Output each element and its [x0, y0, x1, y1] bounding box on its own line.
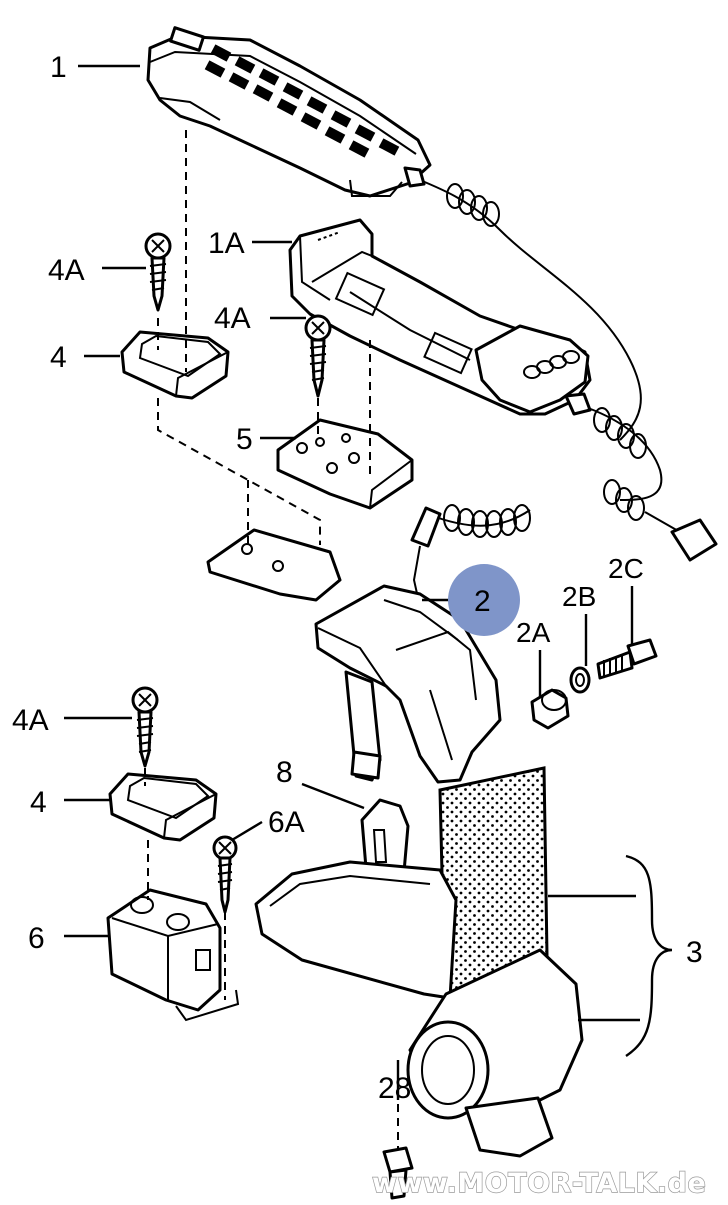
screw-4a-top: [144, 232, 172, 312]
cap-2a: [530, 688, 570, 730]
label-4a-top: 4A: [48, 254, 85, 287]
cradle-cord-coil: [593, 407, 647, 521]
label-5: 5: [236, 423, 253, 456]
label-2a: 2A: [516, 617, 551, 648]
label-3: 3: [686, 936, 703, 969]
label-6: 6: [28, 922, 45, 955]
screw-4a-mid: [304, 314, 332, 398]
leader-lines: [64, 64, 673, 1100]
bracket-cord-coil: [443, 504, 531, 538]
armrest-housing: [314, 584, 502, 784]
clip-top: [120, 330, 230, 400]
alignment-lines: [144, 130, 399, 1150]
label-4-low: 4: [30, 786, 47, 819]
label-28: 28: [378, 1072, 411, 1105]
label-4a-low: 4A: [12, 704, 49, 737]
label-2: 2: [474, 585, 491, 618]
handset-keypad: [204, 44, 400, 158]
label-2c: 2C: [608, 553, 644, 584]
label-2b: 2B: [562, 581, 596, 612]
screw-6a: [212, 835, 238, 914]
highlight-marker: [448, 564, 520, 636]
label-4a-mid: 4A: [214, 302, 251, 335]
part-labels: 1 1A 4A 4 4A 5 2 2A 2B 2C 4A 4 6 6A 8 3 …: [12, 51, 703, 1105]
cradle-logo-rings: [523, 350, 580, 379]
label-8: 8: [276, 756, 293, 789]
bolt-2c: [596, 638, 658, 680]
mounting-plate: [276, 418, 414, 510]
label-6a: 6A: [268, 806, 305, 839]
label-4-top: 4: [50, 341, 67, 374]
label-1: 1: [50, 51, 67, 84]
clip-low: [108, 772, 218, 842]
mount-box: [106, 888, 240, 1022]
screw-4a-low: [131, 686, 159, 768]
label-1a: 1A: [208, 227, 245, 260]
handset: [146, 26, 642, 441]
washer-2b: [569, 666, 591, 694]
watermark: www.MOTOR-TALK.de: [372, 1168, 706, 1199]
support-bracket: [206, 528, 342, 602]
armrest-assembly: [254, 766, 584, 1158]
handset-cradle: [288, 218, 718, 599]
handset-cord-coil: [446, 183, 500, 227]
